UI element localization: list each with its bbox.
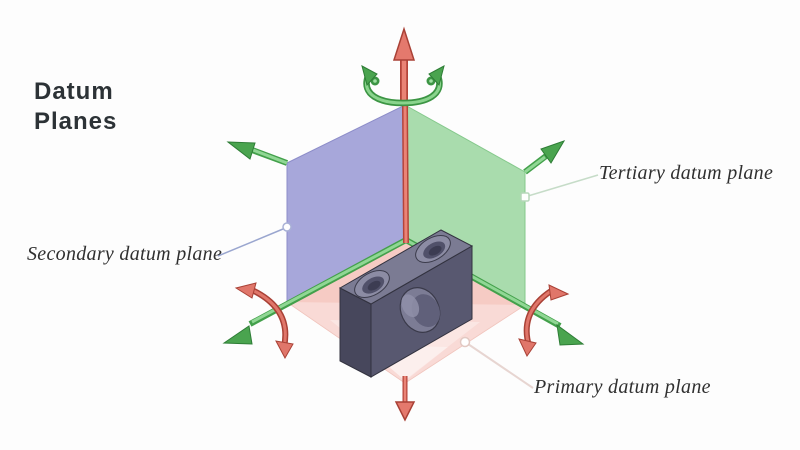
label-primary-datum-plane: Primary datum plane bbox=[534, 376, 711, 398]
rotation-arrow-top bbox=[361, 65, 445, 107]
upper-right-axis-arrow bbox=[523, 140, 566, 175]
counterbore-hole bbox=[354, 270, 390, 298]
vertical-axis-down-arrowhead bbox=[394, 401, 416, 422]
counterbore-hole bbox=[415, 235, 451, 263]
side-hole bbox=[399, 287, 441, 333]
rotation-arrow-top-right-head bbox=[428, 65, 445, 87]
vertical-axis-up-arrowhead bbox=[392, 26, 416, 61]
secondary-leader-line bbox=[217, 228, 284, 257]
tertiary-leader-line bbox=[527, 174, 599, 197]
vertical-axis-down-arrow bbox=[394, 376, 416, 422]
workpiece-block bbox=[338, 229, 474, 378]
rotation-arrow-right bbox=[518, 284, 570, 357]
vertical-axis-up-arrow bbox=[392, 26, 416, 244]
rotation-arrow-left bbox=[234, 282, 294, 360]
page-title: Datum Planes bbox=[34, 78, 118, 135]
label-secondary-datum-plane: Secondary datum plane bbox=[27, 243, 223, 265]
right-axis-arrowhead bbox=[556, 323, 585, 346]
label-tertiary-datum-plane: Tertiary datum plane bbox=[599, 162, 774, 184]
rotation-arrow-top-left-head bbox=[361, 65, 378, 87]
upper-left-axis-arrow bbox=[226, 141, 289, 166]
secondary-marker bbox=[282, 222, 292, 232]
primary-marker bbox=[459, 336, 471, 348]
primary-leader-line bbox=[467, 343, 534, 389]
tertiary-marker bbox=[520, 192, 530, 202]
left-axis-arrowhead bbox=[222, 325, 253, 345]
